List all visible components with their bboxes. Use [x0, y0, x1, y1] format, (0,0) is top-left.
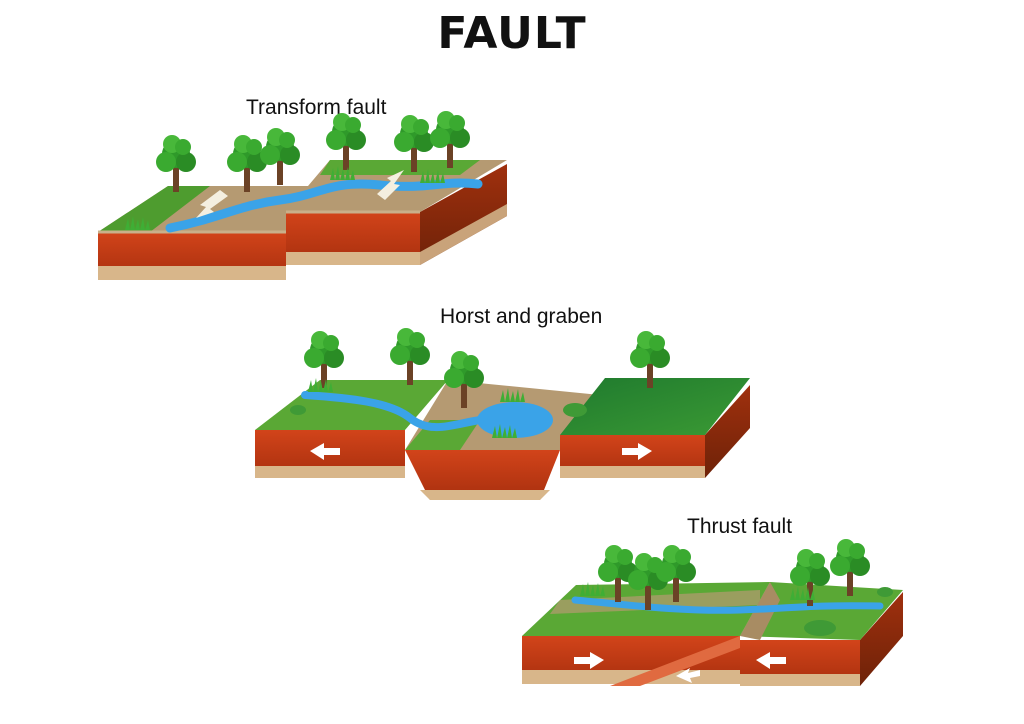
- tree-icon: [304, 331, 344, 388]
- tree-icon: [260, 128, 300, 185]
- thrust-fault-label: Thrust fault: [687, 515, 793, 538]
- tree-icon: [390, 328, 430, 385]
- tree-icon: [156, 135, 196, 192]
- horst-and-graben-label: Horst and graben: [440, 305, 603, 328]
- horst-and-graben-diagram: [255, 328, 750, 500]
- transform-fault-label: Transform fault: [246, 96, 387, 119]
- tree-icon: [430, 111, 470, 168]
- page-title: FAULT: [437, 8, 587, 59]
- thrust-fault-diagram: [522, 539, 903, 686]
- tree-icon: [227, 135, 267, 192]
- transform-fault-diagram: [98, 111, 507, 280]
